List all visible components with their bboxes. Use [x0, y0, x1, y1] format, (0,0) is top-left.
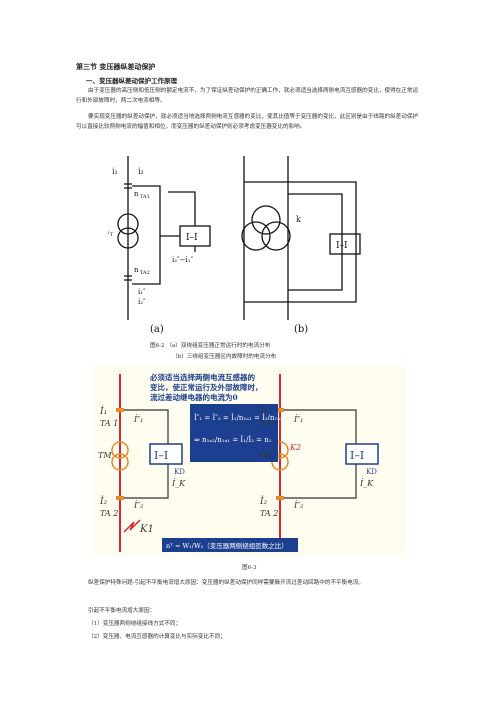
current-diff: i̇₂″−i̇₁″: [172, 256, 194, 264]
ta2-label: TA 2: [100, 509, 118, 518]
nta1-sub: TA1: [140, 194, 150, 200]
current-i1-sec: İ″₁: [133, 415, 143, 424]
current-i2-sec: i̇₂″: [138, 298, 146, 306]
list-intro: 引起不平衡电流增大原因：: [88, 608, 156, 614]
relay-label-b: I–I: [336, 241, 348, 251]
paragraph-3: 纵差保护特殊问题-引起不平衡电流增大原因：变压器的纵差动保护同样需要躲开流过差动…: [88, 580, 364, 586]
current-i1: İ₁: [99, 405, 107, 417]
paragraph-2: 要实现变压器的纵差动保护，就必须适当地选择两侧电流互感器的变比，使其比值等于变压…: [76, 114, 419, 130]
figure-6-2-caption-2: （b）三绕组变压器区内故障时的电流分布: [172, 354, 277, 360]
current-i1: i̇₁: [112, 167, 118, 176]
fig-a-label: (a): [150, 324, 164, 335]
current-i2: İ₂: [99, 495, 108, 507]
relay-right: I–I: [350, 449, 364, 462]
current-i1-right: İ₁: [259, 405, 267, 417]
fault-k: k: [296, 215, 301, 224]
current-i2-sec-right: İ″₂: [293, 501, 303, 510]
lightning-icon: [123, 519, 141, 533]
paragraph-1: 由于变压器的高压侧和低压侧的额定电流不，为了保证纵差动保护的正确工作，就必须适当…: [76, 88, 419, 104]
list-item-1: （1）变压器两侧绕组接线方式不同；: [88, 621, 182, 627]
callout-line-3: 流过差动继电器的电流为0: [150, 392, 238, 402]
fault-k1: K1: [139, 524, 154, 535]
kd-right: KD: [366, 468, 377, 476]
fig-b-label: (b): [294, 324, 308, 335]
ta1-label: TA 1: [100, 419, 118, 428]
ta2-label-right: TA 2: [260, 509, 278, 518]
figure-6-2-schematic: I–I i̇₁ i̇₂ n TA1 n T n TA2 i̇₂″−i̇₁″ i̇…: [108, 156, 361, 335]
figure-6-3-caption: 图6-3: [242, 565, 257, 571]
tm-label: TM: [98, 451, 112, 460]
bottom-formula: nᵀ = W₁/W₂（变压器两侧绕组匝数之比）: [166, 541, 288, 550]
current-i1-sec-right: İ″₁: [293, 415, 303, 424]
figure-6-3-slide: I–I I–I KD KD 必须适当选择两侧电流互感器的 变比，使正常运行及外部…: [94, 366, 406, 556]
figure-6-2-caption-1: 图6-2 （a）双绕组变压器正常运行时的电流分布: [150, 343, 271, 349]
nt-label: n: [108, 227, 109, 236]
equation-2: ⇒ n₁ₐ₂/n₁ₐ₁ = İ₁/İ₂ = n₁: [194, 435, 272, 444]
kd-left: KD: [174, 468, 185, 476]
subsection-heading: 一、变压器纵差动保护工作原理: [86, 77, 177, 85]
current-i1-sec: i̇₁″: [138, 288, 146, 296]
equation-1: İ″₁ = İ″₂ = İ₁/n₁ₐ₁ = İ₂/n₁ₐ₂: [194, 413, 283, 422]
callout-line-2: 变比，使正常运行及外部故障时，: [150, 382, 263, 392]
nta1-label: n: [134, 190, 139, 198]
tm-label-right: TM: [258, 451, 272, 460]
relay-label-a: I–I: [186, 233, 198, 243]
current-i2: i̇₂: [138, 167, 144, 176]
current-ik-left: İ_K: [171, 479, 186, 488]
nt-sub: T: [110, 232, 114, 238]
fault-k2: K2: [289, 443, 301, 452]
ta1-label-right: TA 1: [260, 419, 278, 428]
callout-line-1: 必须适当选择两侧电流互感器的: [149, 372, 255, 382]
current-i2-right: İ₂: [259, 495, 268, 507]
current-ik-right: İ_K: [359, 479, 374, 488]
current-i2-sec: İ″₂: [133, 501, 143, 510]
relay-left: I–I: [154, 449, 168, 462]
nta2-sub: TA2: [140, 270, 150, 276]
nta2-label: n: [134, 266, 139, 274]
list-item-2: （2）变压器、电流互感器的计算变比与实际变比不同；: [88, 634, 226, 640]
section-heading: 第三节 变压器纵差动保护: [76, 63, 156, 71]
